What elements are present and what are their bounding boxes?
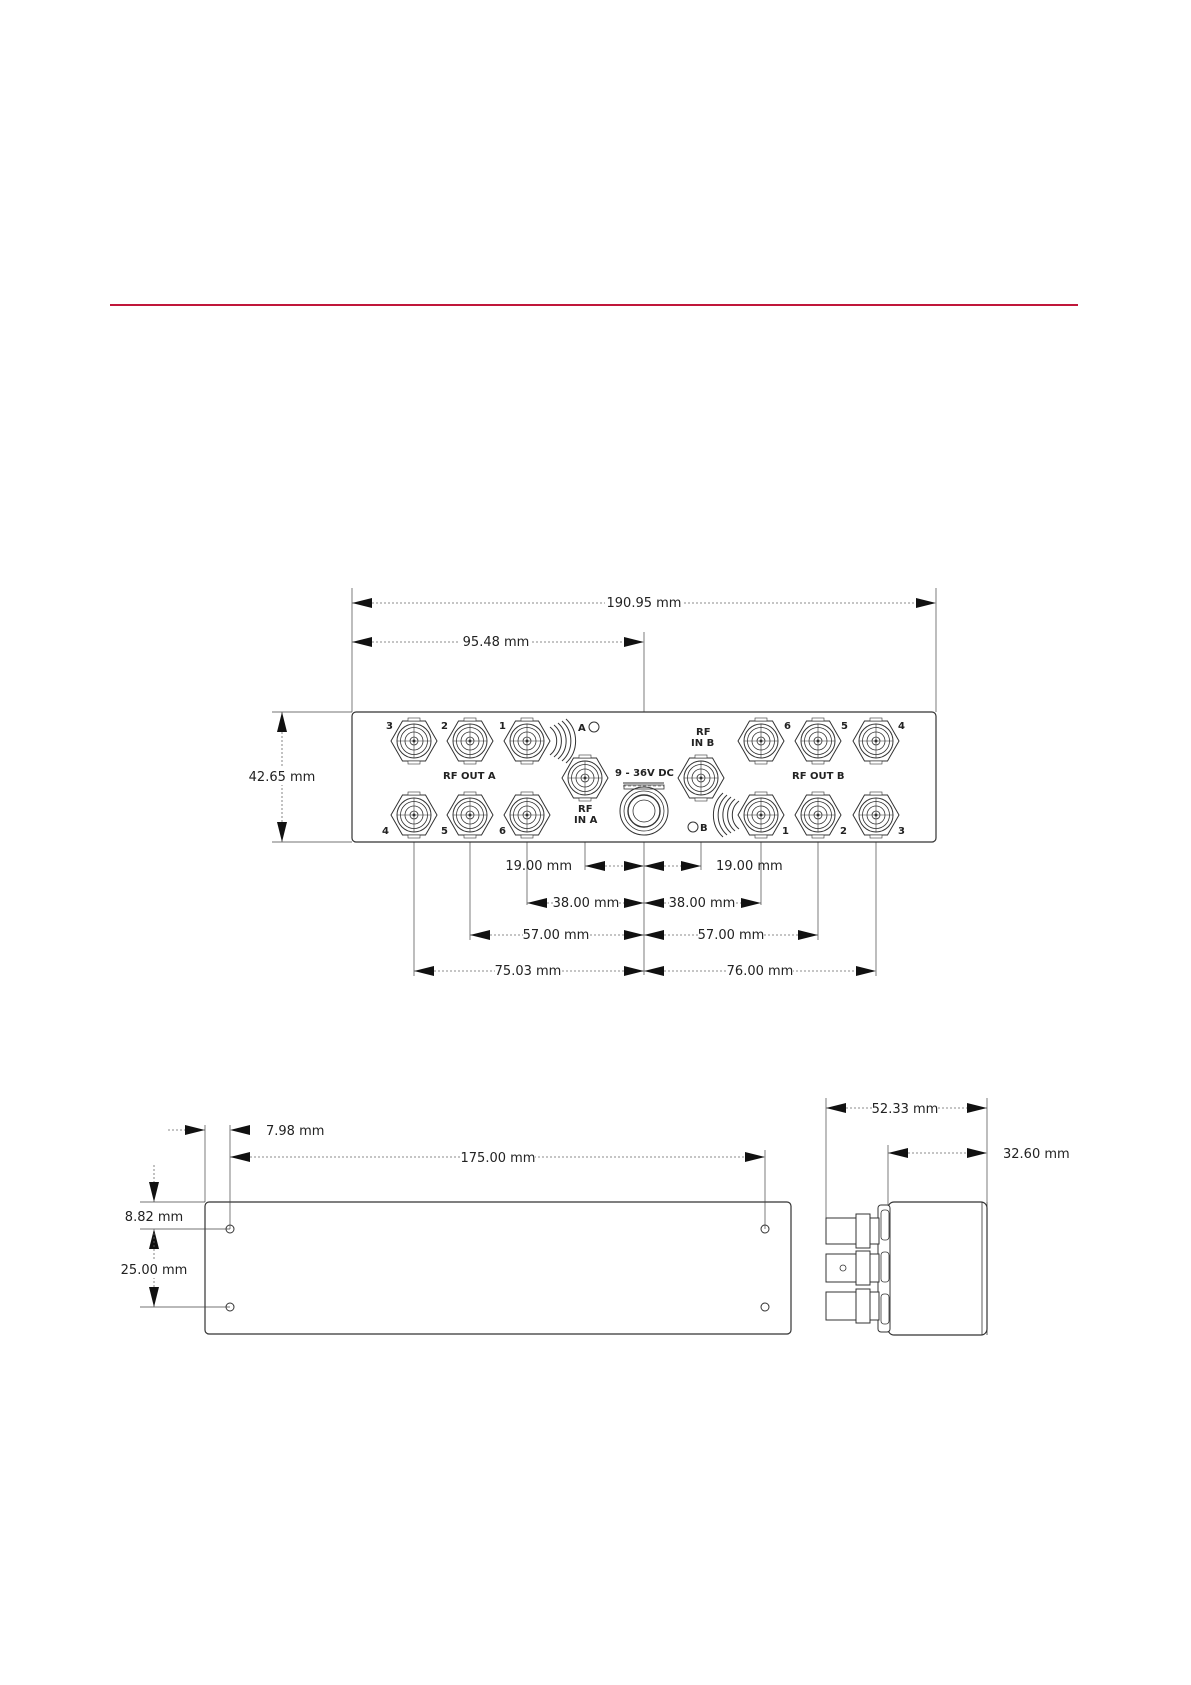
front-view: 3 2 1 4 5 6 6 5 4 1 2 3 RF OUT A RF OUT … bbox=[249, 588, 936, 980]
port-num-b4: 4 bbox=[898, 721, 905, 732]
side-body-outline bbox=[888, 1202, 987, 1335]
port-num-a3: 3 bbox=[386, 721, 393, 732]
dim-col3-right: 57.00 mm bbox=[698, 928, 765, 943]
port-num-a4: 4 bbox=[382, 826, 389, 837]
dim-body-depth: 32.60 mm bbox=[1003, 1147, 1070, 1162]
mount-hole-br bbox=[761, 1303, 769, 1311]
label-led-a: A bbox=[578, 723, 586, 734]
dim-col2-left: 38.00 mm bbox=[553, 896, 620, 911]
bottom-view: 7.98 mm 175.00 mm 8.82 mm 25.00 mm bbox=[118, 1124, 791, 1334]
port-num-b5: 5 bbox=[841, 721, 848, 732]
dim-top-offset: 8.82 mm bbox=[125, 1210, 183, 1225]
bottom-plate-outline bbox=[205, 1202, 791, 1334]
port-num-b6: 6 bbox=[784, 721, 791, 732]
dim-outer-right: 76.00 mm bbox=[727, 964, 794, 979]
port-num-a2: 2 bbox=[441, 721, 448, 732]
port-num-a5: 5 bbox=[441, 826, 448, 837]
label-rf-in-b-1: RF bbox=[696, 727, 711, 738]
side-view: 52.33 mm 32.60 mm bbox=[826, 1098, 1070, 1335]
port-num-a1: 1 bbox=[499, 721, 506, 732]
led-a bbox=[589, 722, 599, 732]
dim-rf-in-right: 19.00 mm bbox=[716, 859, 783, 874]
dim-col2-right: 38.00 mm bbox=[669, 896, 736, 911]
dim-overall-depth: 52.33 mm bbox=[872, 1102, 939, 1117]
label-power: 9 - 36V DC bbox=[615, 768, 674, 779]
dim-overall-width: 190.95 mm bbox=[607, 596, 682, 611]
dim-col3-left: 57.00 mm bbox=[523, 928, 590, 943]
dim-outer-left: 75.03 mm bbox=[495, 964, 562, 979]
dim-half-width: 95.48 mm bbox=[463, 635, 530, 650]
dim-hole-spacing: 175.00 mm bbox=[461, 1151, 536, 1166]
label-rf-out-a: RF OUT A bbox=[443, 771, 496, 782]
label-rf-in-a-1: RF bbox=[578, 804, 593, 815]
port-num-b1: 1 bbox=[782, 826, 789, 837]
side-connector-mid bbox=[826, 1251, 879, 1285]
dim-height: 42.65 mm bbox=[249, 770, 316, 785]
port-num-b3: 3 bbox=[898, 826, 905, 837]
dim-edge-offset: 7.98 mm bbox=[266, 1124, 324, 1139]
led-b bbox=[688, 822, 698, 832]
label-rf-in-a-2: IN A bbox=[574, 815, 598, 826]
port-num-b2: 2 bbox=[840, 826, 847, 837]
side-connector-bottom bbox=[826, 1289, 879, 1323]
label-rf-in-b-2: IN B bbox=[691, 738, 714, 749]
dim-rf-in-left: 19.00 mm bbox=[505, 859, 572, 874]
label-rf-out-b: RF OUT B bbox=[792, 771, 845, 782]
label-led-b: B bbox=[700, 823, 708, 834]
dim-hole-vertical: 25.00 mm bbox=[121, 1263, 188, 1278]
port-num-a6: 6 bbox=[499, 826, 506, 837]
side-connector-top bbox=[826, 1214, 879, 1248]
